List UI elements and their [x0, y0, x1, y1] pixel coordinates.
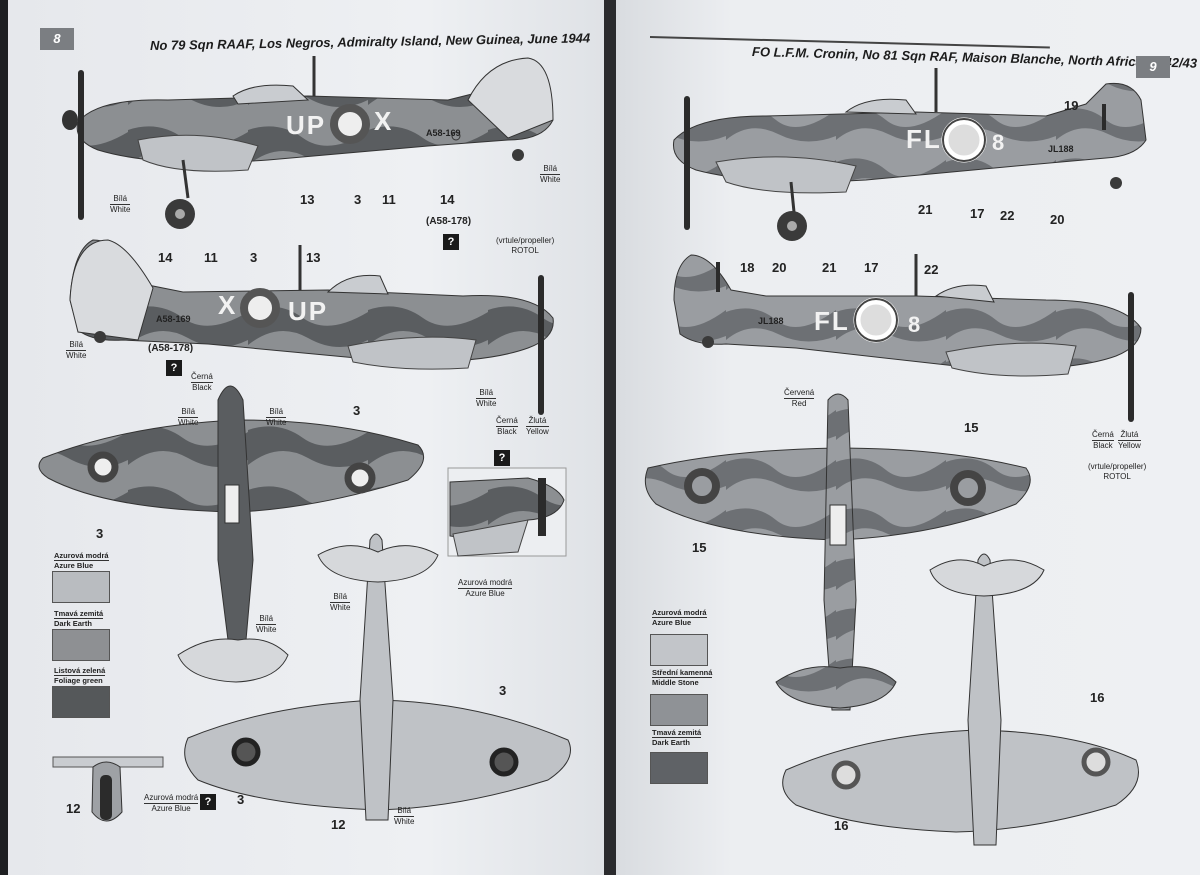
question-mark-box: ?: [200, 794, 216, 810]
wheel-detail-view: [52, 756, 164, 822]
callout-number: 12: [66, 801, 81, 816]
color-swatch-foliage-green: [52, 686, 110, 718]
page-number: 8: [40, 28, 74, 50]
color-swatch-azure-blue: [52, 571, 110, 603]
question-mark-box: ?: [443, 234, 459, 250]
callout-number: 17: [970, 206, 985, 221]
question-mark-box: ?: [166, 360, 182, 376]
spitfire-side-view-1: [672, 68, 1147, 241]
callout-number: 14: [158, 250, 173, 265]
right-illustrations: [644, 68, 1147, 846]
code-letters: UP: [288, 296, 329, 326]
propeller-label: (vrtule/propeller)ROTOL: [1088, 462, 1147, 481]
code-letters: FL: [814, 306, 850, 336]
right-page: FO L.F.M. Cronin, No 81 Sqn RAF, Maison …: [616, 0, 1200, 875]
callout-number: 11: [382, 192, 396, 207]
callout-number: 20: [1050, 212, 1065, 227]
callout-number: 19: [1064, 98, 1079, 113]
callout-number: 17: [864, 260, 879, 275]
spitfire-bottom-view: [184, 533, 571, 821]
callout-number: 18: [740, 260, 755, 275]
color-swatch-middle-stone: [650, 694, 708, 726]
page-number: 9: [1136, 56, 1170, 78]
nose-detail-view: [447, 467, 567, 557]
spitfire-top-view: [644, 393, 1031, 711]
callout-number: 11: [204, 250, 218, 265]
callout-number: 3: [354, 192, 362, 207]
color-swatch-azure-blue: [650, 634, 708, 666]
callout-number: 21: [822, 260, 837, 275]
spitfire-side-view-2: [673, 254, 1142, 422]
spitfire-side-view-1: [62, 56, 554, 229]
alt-serial: (A58-178): [426, 216, 472, 227]
color-swatch-dark-earth: [52, 629, 110, 661]
serial-number: A58-169: [156, 314, 191, 324]
callout-number: 3: [353, 403, 361, 418]
callout-number: 12: [331, 817, 346, 832]
aircraft-letter: 8: [908, 312, 921, 337]
question-mark-box: ?: [494, 450, 510, 466]
callout-number: 13: [306, 250, 321, 265]
left-illustrations: [38, 56, 571, 822]
alt-serial: (A58-178): [148, 343, 194, 354]
book-gutter: [604, 0, 616, 875]
callout-number: 3: [237, 792, 245, 807]
callout-number: 16: [834, 818, 849, 833]
callout-number: 15: [964, 420, 979, 435]
spitfire-side-view-2: [69, 239, 554, 415]
serial-number: A58-169: [426, 128, 461, 138]
aircraft-letter: X: [374, 106, 392, 136]
propeller-label: (vrtule/propeller)ROTOL: [496, 236, 555, 255]
callout-number: 15: [692, 540, 707, 555]
callout-number: 3: [250, 250, 258, 265]
spitfire-top-view: [38, 385, 425, 683]
left-page: 8 No 79 Sqn RAAF, Los Negros, Admiralty …: [8, 0, 604, 875]
aircraft-letter: X: [218, 290, 236, 320]
callout-number: 21: [918, 202, 933, 217]
serial-number: JL188: [1048, 144, 1074, 154]
callout-number: 13: [300, 192, 315, 207]
spitfire-bottom-view: [782, 553, 1139, 846]
code-letters: UP: [286, 110, 327, 140]
callout-number: 16: [1090, 690, 1105, 705]
callout-number: 20: [772, 260, 787, 275]
serial-number: JL188: [758, 316, 784, 326]
callout-number: 3: [96, 526, 104, 541]
callout-number: 22: [1000, 208, 1015, 223]
callout-number: 14: [440, 192, 455, 207]
callout-number: 3: [499, 683, 507, 698]
callout-number: 22: [924, 262, 939, 277]
color-swatch-dark-earth: [650, 752, 708, 784]
code-letters: FL: [906, 124, 942, 154]
aircraft-letter: 8: [992, 130, 1005, 155]
